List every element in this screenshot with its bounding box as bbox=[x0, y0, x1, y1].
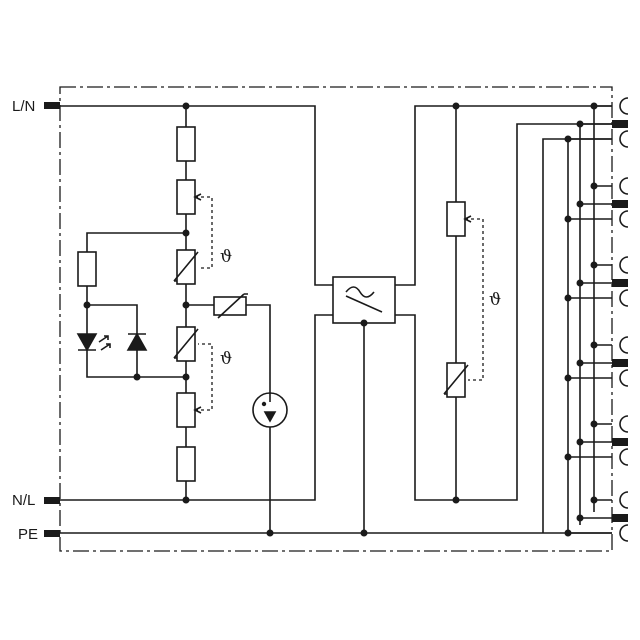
output-socket bbox=[619, 289, 629, 307]
thermal-symbol-right: ϑ bbox=[489, 290, 501, 310]
fuse-right bbox=[446, 201, 466, 237]
terminal-label-nl: N/L bbox=[12, 492, 35, 509]
resistor-indicator bbox=[77, 251, 97, 287]
fuse-left-2 bbox=[176, 179, 196, 215]
terminal-block-pe bbox=[44, 530, 60, 537]
output-socket bbox=[619, 524, 629, 542]
output-block-terminal bbox=[612, 120, 628, 128]
output-junction bbox=[564, 135, 572, 143]
fuse-left-3 bbox=[176, 392, 196, 428]
thermal-symbol-left-2: ϑ bbox=[220, 349, 232, 369]
output-junction bbox=[590, 102, 598, 110]
filter-block bbox=[332, 276, 396, 533]
terminal-block-ln bbox=[44, 102, 60, 109]
output-junction bbox=[590, 341, 598, 349]
output-junction bbox=[564, 529, 572, 537]
terminal-label-pe: PE bbox=[18, 526, 38, 543]
output-junction bbox=[564, 453, 572, 461]
thermal-coupling-right bbox=[463, 215, 484, 381]
output-junction bbox=[576, 279, 584, 287]
output-block-terminal bbox=[612, 438, 628, 446]
output-junction bbox=[590, 261, 598, 269]
fuse-left-4 bbox=[176, 446, 196, 482]
varistor-left-1 bbox=[173, 249, 199, 285]
output-junction bbox=[576, 120, 584, 128]
fuse-left-1 bbox=[176, 126, 196, 162]
diode bbox=[126, 332, 148, 351]
output-socket bbox=[619, 210, 629, 228]
output-socket bbox=[619, 415, 629, 433]
output-socket bbox=[619, 177, 629, 195]
output-block-terminal bbox=[612, 279, 628, 287]
output-junction bbox=[564, 374, 572, 382]
output-socket bbox=[619, 256, 629, 274]
output-block-terminal bbox=[612, 359, 628, 367]
output-socket bbox=[619, 491, 629, 509]
output-junction bbox=[590, 420, 598, 428]
output-junction bbox=[576, 200, 584, 208]
terminal-block-nl bbox=[44, 497, 60, 504]
junction-dots bbox=[83, 102, 460, 537]
output-socket bbox=[619, 336, 629, 354]
output-junction bbox=[590, 182, 598, 190]
varistor-horizontal bbox=[213, 293, 248, 319]
right-wiring bbox=[395, 105, 612, 533]
output-junction bbox=[564, 215, 572, 223]
output-socket bbox=[619, 97, 629, 115]
spark-gap bbox=[252, 392, 288, 428]
output-socket bbox=[619, 369, 629, 387]
led-indicator bbox=[76, 333, 111, 352]
thermal-symbol-left-1: ϑ bbox=[220, 247, 232, 267]
output-block-terminal bbox=[612, 200, 628, 208]
varistor-left-2 bbox=[173, 326, 199, 362]
enclosure-border bbox=[59, 86, 613, 552]
output-junction bbox=[576, 359, 584, 367]
thermal-coupling-left bbox=[193, 193, 213, 414]
varistor-right bbox=[443, 362, 469, 398]
output-socket bbox=[619, 448, 629, 466]
output-junction bbox=[590, 496, 598, 504]
output-terminals bbox=[564, 97, 629, 542]
output-socket bbox=[619, 130, 629, 148]
output-block-terminal bbox=[612, 514, 628, 522]
output-junction bbox=[576, 438, 584, 446]
output-junction bbox=[564, 294, 572, 302]
terminal-label-ln: L/N bbox=[12, 98, 35, 115]
output-junction bbox=[576, 514, 584, 522]
